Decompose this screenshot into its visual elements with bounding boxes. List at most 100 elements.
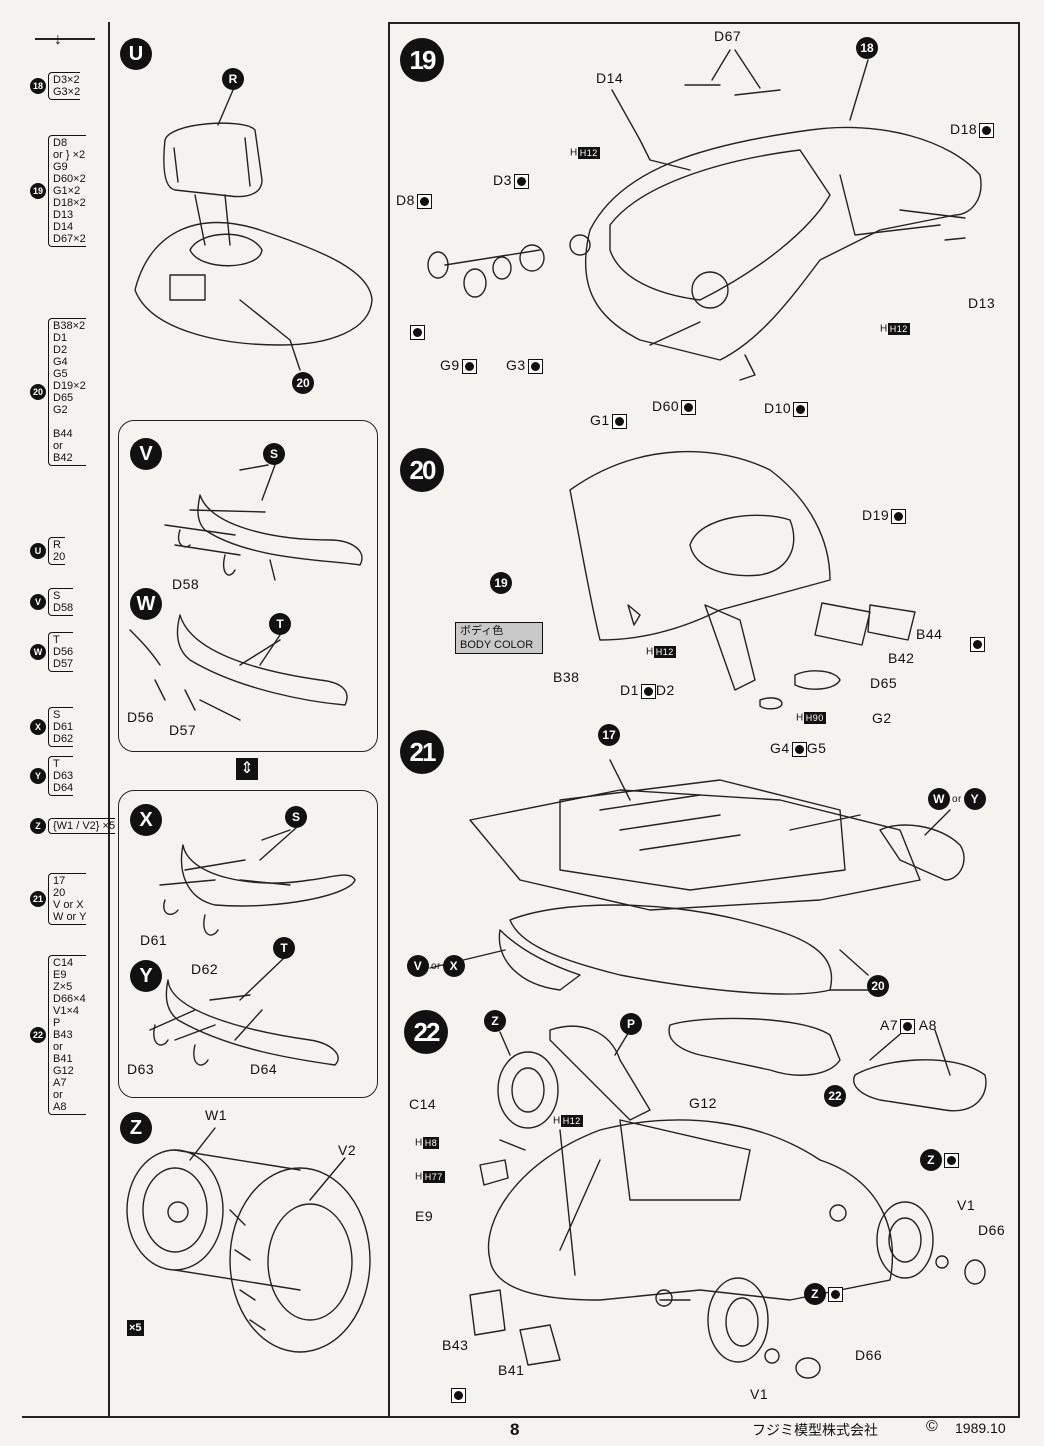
label-w-or-y: W or Y <box>928 788 986 810</box>
divider-left <box>108 22 110 1417</box>
label-d64: D64 <box>250 1061 278 1077</box>
paint-chip <box>979 122 995 138</box>
parts-line: D56 <box>53 646 74 658</box>
label-d65: D65 <box>870 675 898 691</box>
badge-u: U <box>120 38 152 70</box>
parts-group-step-badge: V <box>30 594 46 610</box>
parts-line: T <box>53 634 60 646</box>
parts-line: G3×2 <box>53 86 81 98</box>
label-v2: V2 <box>338 1142 357 1158</box>
drawing-19 <box>427 84 982 381</box>
h-badge: H8 <box>422 1137 440 1149</box>
parts-line: V1×4 <box>53 1005 79 1017</box>
parts-group-step-badge: 19 <box>30 183 46 199</box>
parts-group-step-badge: 18 <box>30 78 46 94</box>
label-d14: D14 <box>596 70 624 86</box>
label-d67: D67 <box>714 28 742 44</box>
label-d13: D13 <box>968 295 996 311</box>
callout-z-b: Z <box>920 1149 942 1171</box>
label-b41: B41 <box>498 1362 525 1378</box>
paint-chip-b43 <box>451 1388 466 1403</box>
parts-line: D1 <box>53 332 68 344</box>
panel-x-y <box>118 790 378 1098</box>
callout-r: R <box>222 68 244 90</box>
parts-line: D8 <box>53 137 68 149</box>
badge-step-21: 21 <box>400 730 444 774</box>
parts-line: G5 <box>53 368 68 380</box>
parts-line: 20 <box>53 551 66 563</box>
parts-line: B44 <box>53 428 73 440</box>
parts-line: D62 <box>53 733 74 745</box>
parts-line: S <box>53 590 61 602</box>
label-d61: D61 <box>140 932 168 948</box>
badge-w: W <box>130 588 162 620</box>
callout-y: Y <box>963 788 986 810</box>
paint-chip <box>791 741 807 757</box>
label-b38: B38 <box>553 669 580 685</box>
h-badge: H12 <box>577 147 600 159</box>
parts-line: D67×2 <box>53 233 86 245</box>
parts-group-step-badge: 21 <box>30 891 46 907</box>
callout-p: P <box>620 1013 642 1035</box>
parts-group-step-badge: 22 <box>30 1027 46 1043</box>
paint-chip <box>793 401 809 417</box>
publisher: フジミ模型株式会社 <box>752 1422 878 1438</box>
label-b42: B42 <box>888 650 915 666</box>
parts-line: D65 <box>53 392 74 404</box>
label-v1-b: V1 <box>750 1386 769 1402</box>
paint-chip <box>944 1152 959 1168</box>
label-d3: D3 <box>493 172 529 189</box>
label-g9: G9 <box>440 357 477 374</box>
parts-line: D19×2 <box>53 380 86 392</box>
label-z-c: Z <box>804 1283 843 1305</box>
copyright-year: 1989.10 <box>955 1420 1006 1436</box>
callout-20-u: 20 <box>292 372 314 394</box>
parts-line: A7 <box>53 1077 67 1089</box>
label-d19: D19 <box>862 507 907 524</box>
parts-line: {W1 / V2} ×5 <box>53 820 116 832</box>
label-g1: G1 <box>590 412 627 429</box>
parts-line: G9 <box>53 161 68 173</box>
page-number: 8 <box>510 1420 520 1439</box>
parts-line: D13 <box>53 209 74 221</box>
label-d56: D56 <box>127 709 155 725</box>
label-d10: D10 <box>764 400 809 417</box>
label-d18: D18 <box>950 121 995 138</box>
paint-chip <box>681 399 697 415</box>
callout-z-a: Z <box>484 1010 506 1032</box>
parts-group-step-badge: W <box>30 644 46 660</box>
label-d66-a: D66 <box>978 1222 1006 1238</box>
parts-line: or <box>53 440 63 452</box>
parts-line: D3×2 <box>53 74 80 86</box>
badge-v: V <box>130 438 162 470</box>
body-color-label: ボディ色 BODY COLOR <box>455 622 543 654</box>
parts-line: G2 <box>53 404 68 416</box>
label-v1-a: V1 <box>957 1197 976 1213</box>
parts-line: V or X <box>53 899 84 911</box>
parts-line: R <box>53 539 61 551</box>
label-v-or-x: V or X <box>407 955 465 977</box>
badge-step-19: 19 <box>400 38 444 82</box>
label-d8: D8 <box>396 192 432 209</box>
paint-chip <box>891 508 907 524</box>
parts-line: D2 <box>53 344 68 356</box>
h-badge: H12 <box>653 646 676 658</box>
label-b44: B44 <box>916 626 943 642</box>
parts-line: S <box>53 709 61 721</box>
parts-line: D61 <box>53 721 74 733</box>
callout-18: 18 <box>856 37 878 59</box>
badge-step-22: 22 <box>404 1010 448 1054</box>
